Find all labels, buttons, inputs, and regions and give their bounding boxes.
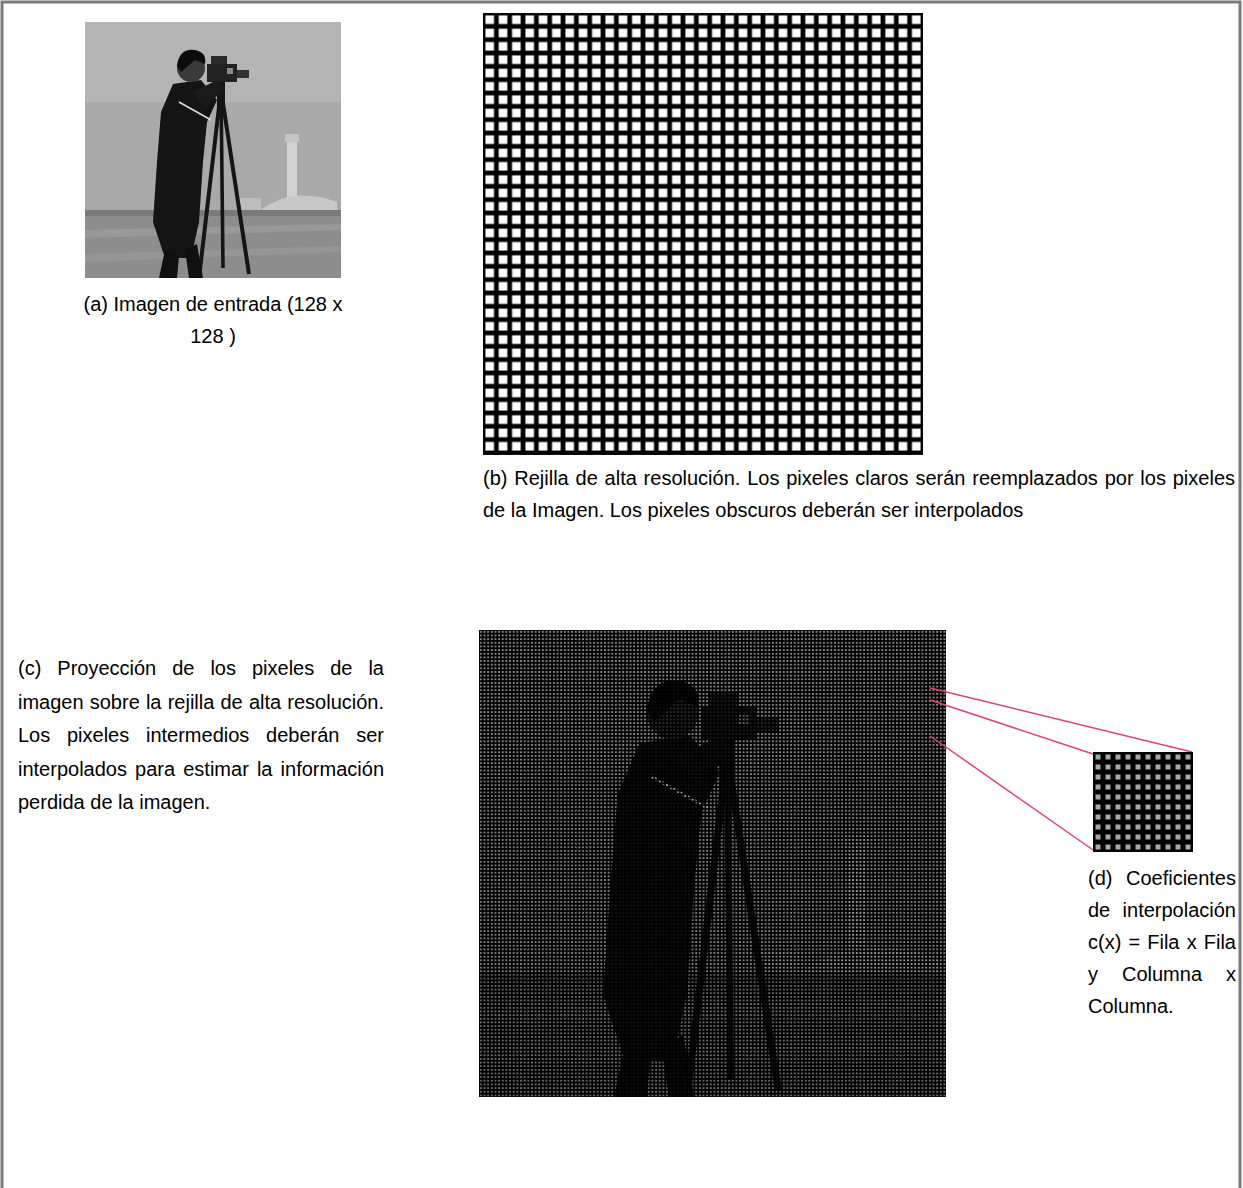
panel-caption: (a) Imagen de entrada (128 x 128 ) — [72, 288, 354, 352]
zoom-line — [930, 736, 1093, 850]
zoom-line — [930, 688, 1192, 752]
zoom-inset — [1093, 752, 1193, 852]
panel-caption: (b) Rejilla de alta resolución. Los pixe… — [483, 462, 1235, 526]
projected-image-dim — [479, 630, 946, 1097]
input-image — [85, 22, 341, 278]
projected-image-base — [479, 630, 946, 1097]
panel-caption: (c) Proyección de los pixeles de la imag… — [18, 652, 384, 820]
panel-caption: (d) Coeficientes de interpolación c(x) =… — [1088, 862, 1236, 1022]
projected-image-grid — [479, 630, 946, 1097]
projected-image — [479, 630, 946, 1097]
zoom-line — [930, 700, 1093, 754]
high-res-grid — [483, 13, 923, 455]
